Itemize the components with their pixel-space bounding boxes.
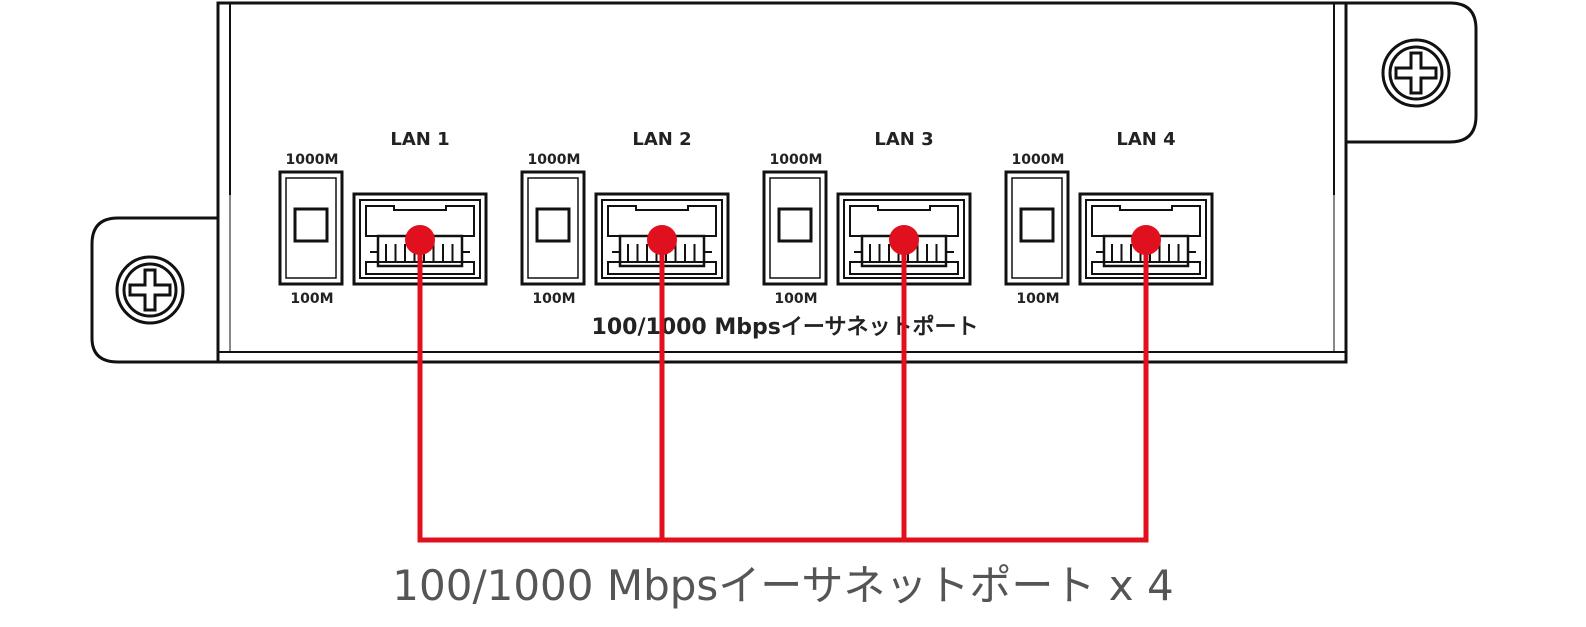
speed-high-label: 1000M	[770, 152, 823, 168]
speed-low-label: 100M	[774, 291, 817, 307]
screw-icon	[1381, 38, 1451, 108]
lan-port-label: LAN 1	[390, 129, 449, 150]
led-switch-icon	[278, 170, 344, 286]
callout-dot	[405, 225, 435, 255]
lan-port-label: LAN 2	[632, 129, 691, 150]
speed-high-label: 1000M	[528, 152, 581, 168]
callout-dot	[1131, 225, 1161, 255]
panel-label: 100/1000 Mbpsイーサネットポート	[592, 314, 979, 340]
led-switch-icon	[520, 170, 586, 286]
callout-dot	[889, 225, 919, 255]
speed-high-label: 1000M	[1012, 152, 1065, 168]
screw-icon	[115, 255, 185, 325]
lan-port-group: 1000M 100M LAN 1	[278, 129, 488, 307]
lan-port-label: LAN 4	[1116, 129, 1175, 150]
speed-low-label: 100M	[1016, 291, 1059, 307]
led-switch-icon	[1004, 170, 1070, 286]
lan-port-label: LAN 3	[874, 129, 933, 150]
speed-low-label: 100M	[290, 291, 333, 307]
callout-caption: 100/1000 Mbpsイーサネットポート x 4	[392, 561, 1174, 610]
callout-dot	[647, 225, 677, 255]
led-switch-icon	[762, 170, 828, 286]
speed-high-label: 1000M	[286, 152, 339, 168]
speed-low-label: 100M	[532, 291, 575, 307]
